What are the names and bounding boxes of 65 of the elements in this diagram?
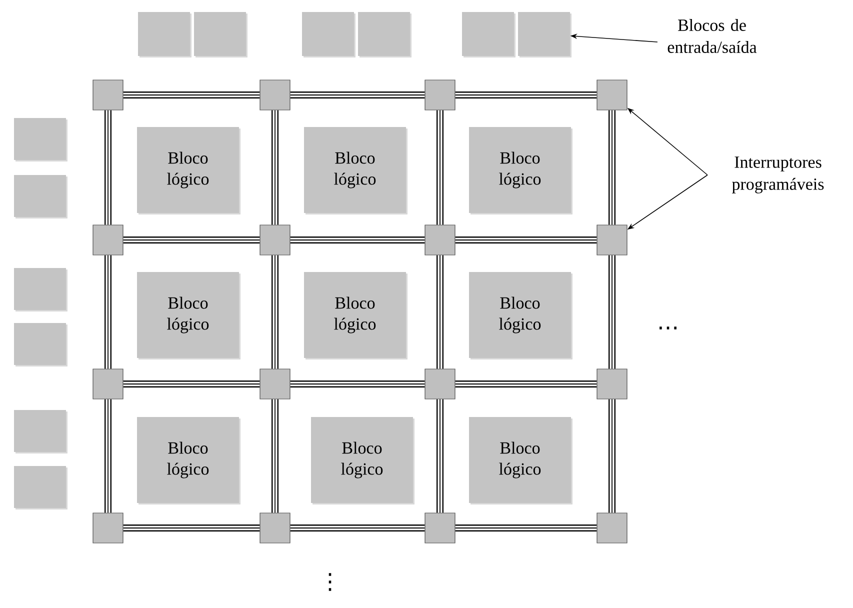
io-block (462, 12, 516, 58)
switch-box (92, 80, 124, 110)
routing-channel (290, 236, 426, 244)
io-block (302, 12, 356, 58)
io-block (518, 12, 572, 58)
io-block (14, 410, 68, 454)
switch-box (596, 368, 628, 400)
logic-block: Bloco lógico (137, 272, 240, 360)
switch-box (424, 224, 456, 256)
routing-channel (104, 254, 112, 370)
logic-block: Bloco lógico (469, 272, 572, 360)
routing-channel (290, 92, 426, 98)
io-block (194, 12, 248, 58)
routing-channel (122, 236, 260, 244)
switch-box (596, 512, 628, 544)
routing-channel (104, 110, 112, 226)
switch-box (424, 80, 456, 110)
logic-block: Bloco lógico (137, 127, 240, 214)
io-block (138, 12, 192, 58)
logic-block: Bloco lógico (304, 272, 408, 360)
routing-channel (454, 92, 598, 98)
callout-text: Blocos de entrada/saída (668, 19, 757, 53)
routing-channel (454, 236, 598, 244)
io-block (14, 268, 68, 312)
routing-channel (122, 380, 260, 388)
io-block (14, 466, 68, 510)
routing-channel (436, 110, 444, 226)
logic-block: Bloco lógico (137, 417, 240, 504)
routing-channel (608, 110, 616, 226)
switch-box (424, 368, 456, 400)
routing-channel (122, 524, 260, 532)
switch-box (596, 80, 628, 110)
routing-channel (454, 524, 598, 532)
routing-channel (608, 254, 616, 370)
logic-block: Bloco lógico (469, 127, 572, 214)
routing-channel (272, 398, 278, 514)
logic-block: Bloco lógico (304, 127, 408, 214)
routing-channel (454, 380, 598, 388)
ellipsis-mark: … (660, 326, 676, 330)
io-block (14, 323, 68, 366)
routing-channel (272, 110, 278, 226)
switch-box (424, 512, 456, 544)
switch-box (260, 368, 290, 400)
switch-box (260, 224, 290, 256)
ellipsis-mark: ⋮ (328, 573, 332, 591)
routing-channel (122, 92, 260, 98)
routing-channel (290, 524, 426, 532)
switch-box (260, 512, 290, 544)
routing-channel (272, 254, 278, 370)
switch-box (596, 224, 628, 256)
logic-block: Bloco lógico (311, 417, 414, 504)
routing-channel (290, 380, 426, 388)
routing-channel (608, 398, 616, 514)
routing-channel (436, 254, 444, 370)
switch-box (260, 80, 290, 110)
callout-text: Interruptores programáveis (732, 156, 824, 194)
switch-box (92, 224, 124, 256)
io-block (358, 12, 412, 58)
io-block (14, 175, 68, 218)
logic-block: Bloco lógico (469, 417, 572, 504)
switch-box (92, 368, 124, 400)
switch-box (92, 512, 124, 544)
io-block (14, 118, 68, 162)
routing-channel (436, 398, 444, 514)
routing-channel (104, 398, 112, 514)
